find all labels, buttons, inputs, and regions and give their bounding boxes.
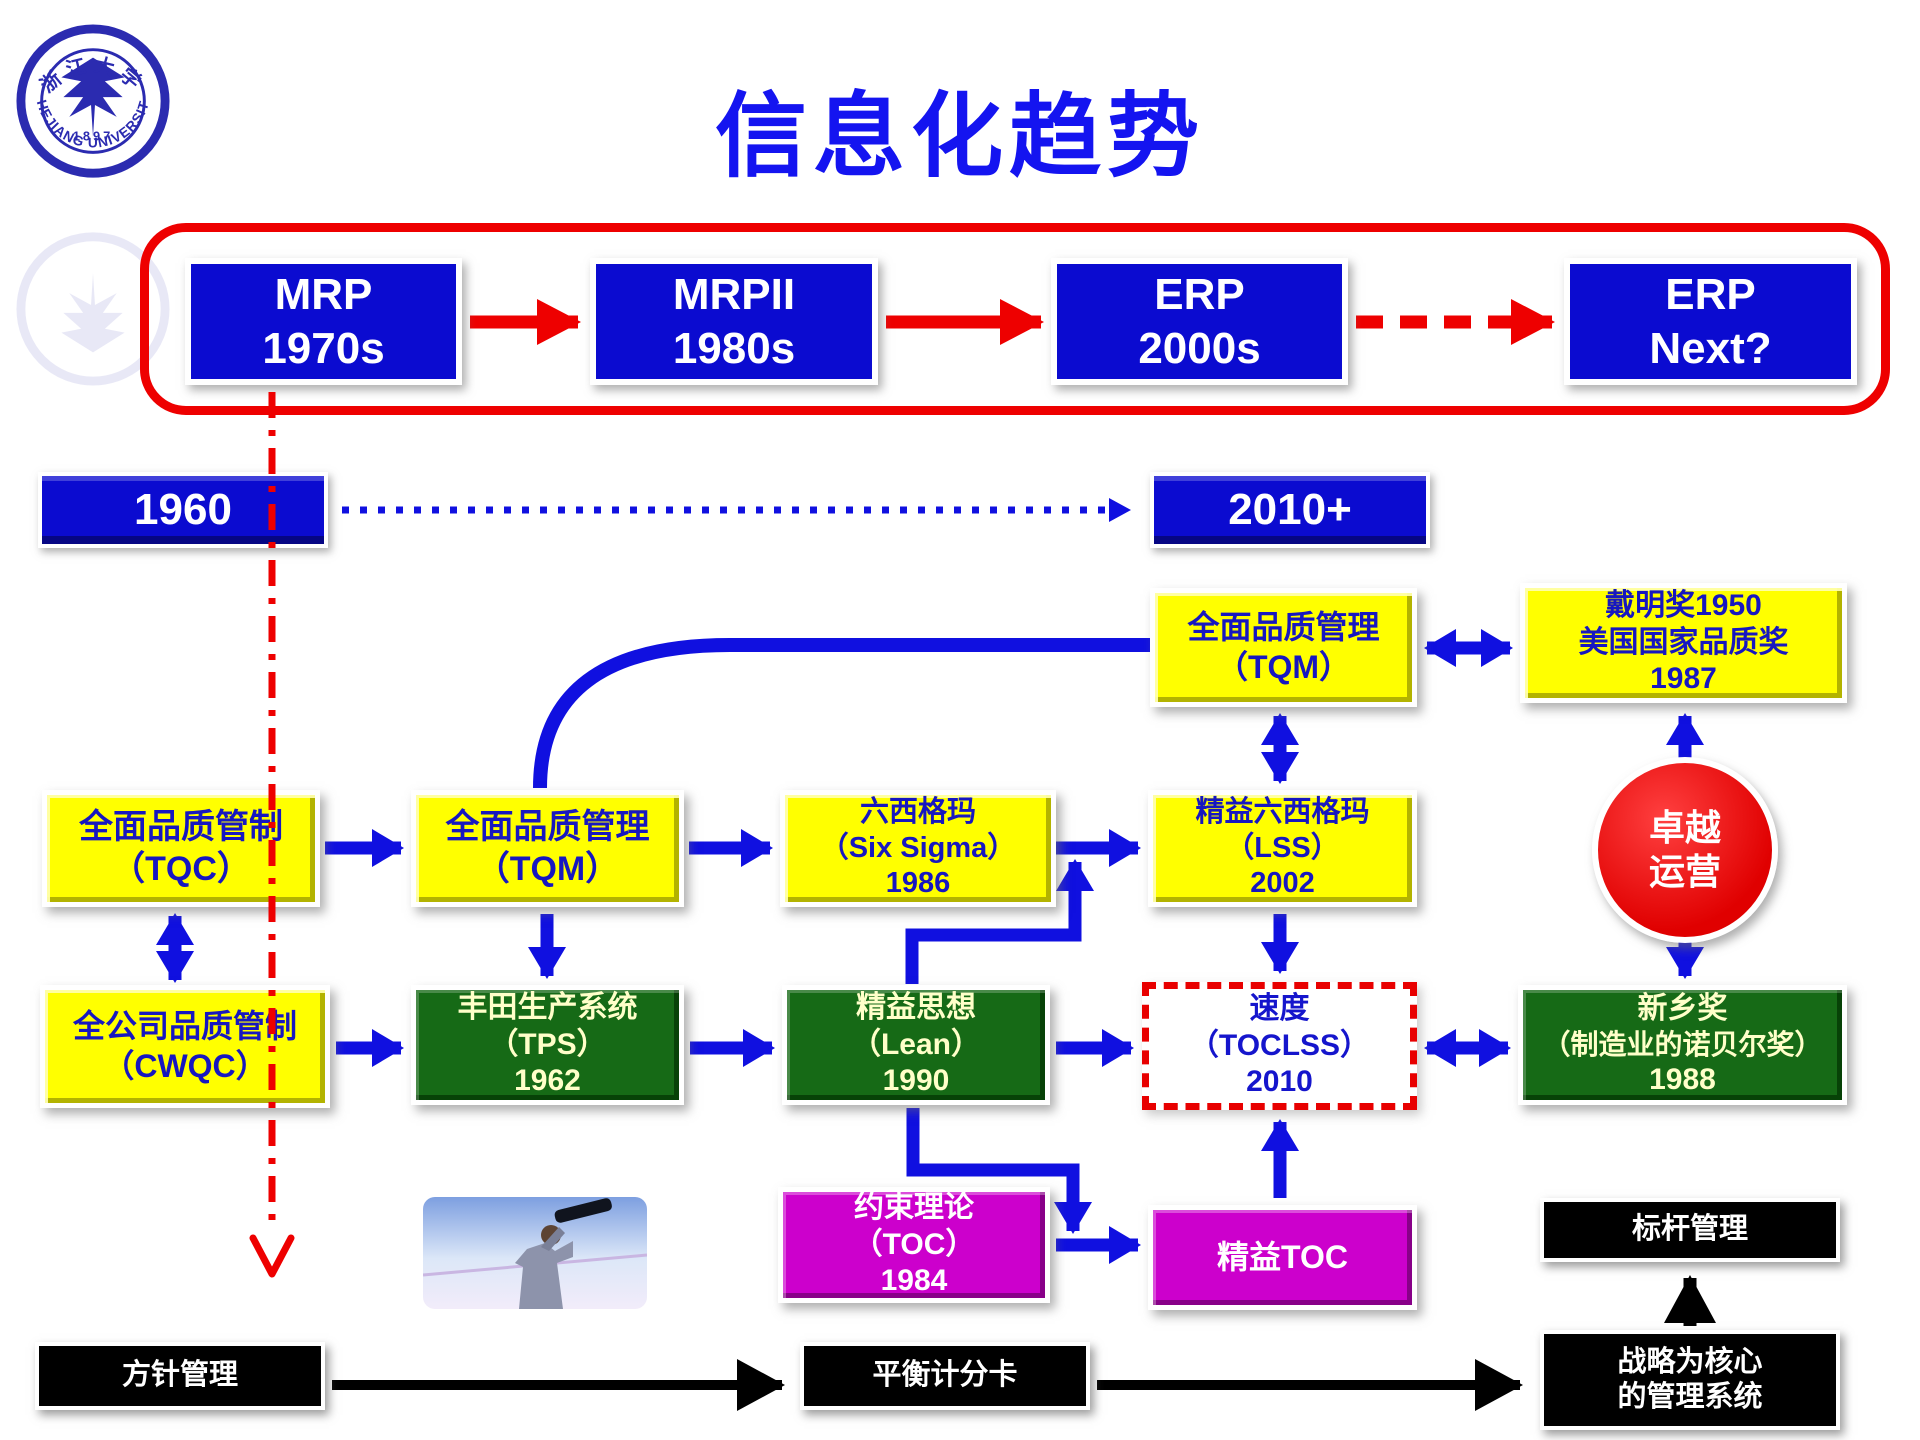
node-strategy-system: 战略为核心的管理系统 <box>1540 1330 1840 1430</box>
node-hoshin: 方针管理 <box>35 1342 325 1410</box>
node-balanced-scorecard: 平衡计分卡 <box>800 1342 1090 1410</box>
page-title: 信息化趋势 <box>714 86 1205 188</box>
node-cwqc: 全公司品质管制（CWQC） <box>40 985 330 1108</box>
node-toc: 约束理论（TOC）1984 <box>778 1187 1050 1303</box>
node-tqc: 全面品质管制（TQC） <box>42 790 320 907</box>
person-silhouette <box>515 1241 573 1309</box>
node-benchmarking: 标杆管理 <box>1540 1198 1840 1262</box>
node-tqm-top: 全面品质管理（TQM） <box>1150 588 1417 707</box>
node-toclss: 速度（TOCLSS）2010 <box>1142 982 1417 1110</box>
node-lean-toc: 精益TOC <box>1148 1205 1417 1310</box>
node-tps: 丰田生产系统（TPS）1962 <box>411 985 684 1105</box>
node-lean: 精益思想（Lean）1990 <box>782 985 1050 1105</box>
zju-logo: 1897 ZHEJIANG UNIVERSITY 浙江大学 <box>14 6 170 178</box>
node-1960: 1960 <box>38 472 328 548</box>
eagle-emblem <box>61 57 125 137</box>
node-tqm-mid: 全面品质管理（TQM） <box>411 790 684 907</box>
telescope-person-image <box>423 1197 647 1309</box>
node-six-sigma: 六西格玛（Six Sigma）1986 <box>780 790 1056 907</box>
red-chevron-arrowhead <box>249 1234 295 1278</box>
zju-logo-reflection <box>16 232 170 386</box>
svg-text:1897: 1897 <box>73 129 113 144</box>
node-operational-excellence: 卓越运营 <box>1592 757 1778 943</box>
node-2010plus: 2010+ <box>1150 472 1430 548</box>
curve-tqm-to-tqmtop <box>533 638 1150 789</box>
erp-timeline-container <box>140 223 1890 415</box>
node-lss: 精益六西格玛（LSS）2002 <box>1148 790 1417 907</box>
node-shingo-prize: 新乡奖（制造业的诺贝尔奖）1988 <box>1518 985 1847 1105</box>
